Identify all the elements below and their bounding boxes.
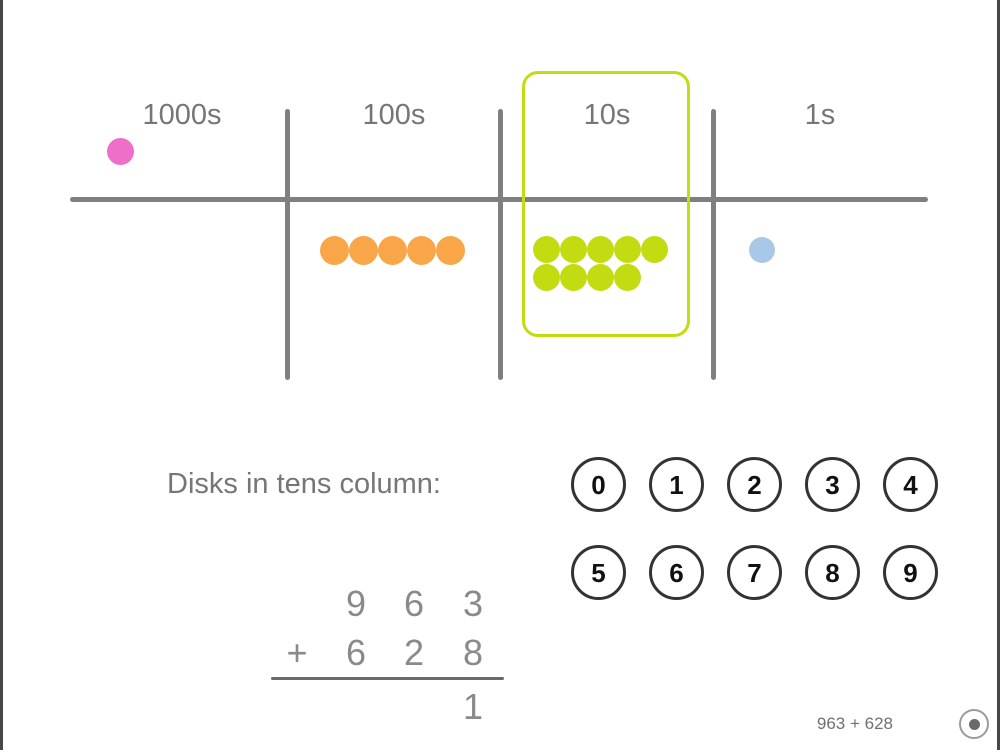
- tens-disk: [560, 264, 587, 291]
- number-button-0[interactable]: 0: [571, 457, 626, 512]
- addend2-hundreds-digit: 6: [345, 632, 367, 673]
- hundreds-disk: [378, 236, 407, 265]
- number-button-8[interactable]: 8: [805, 545, 860, 600]
- ones-disk: [749, 237, 775, 263]
- tens-column-highlight: [522, 71, 690, 337]
- number-button-2[interactable]: 2: [727, 457, 782, 512]
- column-label-1s: 1s: [804, 99, 836, 131]
- addend1-tens-digit: 6: [403, 583, 425, 624]
- column-divider: [498, 109, 503, 380]
- screen-left-edge: [0, 0, 3, 750]
- answer-ones-digit: 1: [462, 686, 484, 727]
- screen-right-edge: [997, 0, 1000, 750]
- column-divider: [711, 109, 716, 380]
- number-button-1[interactable]: 1: [649, 457, 704, 512]
- tens-disk: [641, 236, 668, 263]
- number-button-5[interactable]: 5: [571, 545, 626, 600]
- number-button-4[interactable]: 4: [883, 457, 938, 512]
- tens-disk: [533, 236, 560, 263]
- number-button-7[interactable]: 7: [727, 545, 782, 600]
- number-pad-row-1: 0 1 2 3 4: [571, 457, 938, 512]
- addend2-tens-digit: 2: [403, 632, 425, 673]
- tens-disk: [587, 236, 614, 263]
- hundreds-disk: [320, 236, 349, 265]
- addend2-ones-digit: 8: [462, 632, 484, 673]
- tens-disk: [587, 264, 614, 291]
- addend1-hundreds-digit: 9: [345, 583, 367, 624]
- column-label-10s: 10s: [583, 99, 631, 131]
- record-button[interactable]: [959, 709, 989, 739]
- thousands-disk: [107, 138, 134, 165]
- column-divider: [285, 109, 290, 380]
- number-button-9[interactable]: 9: [883, 545, 938, 600]
- plus-operator: +: [286, 632, 308, 673]
- addend1-ones-digit: 3: [462, 583, 484, 624]
- tens-disk: [533, 264, 560, 291]
- hundreds-disk: [407, 236, 436, 265]
- hundreds-disk: [436, 236, 465, 265]
- number-button-3[interactable]: 3: [805, 457, 860, 512]
- tens-disk: [614, 236, 641, 263]
- question-text: Disks in tens column:: [167, 468, 441, 500]
- number-button-6[interactable]: 6: [649, 545, 704, 600]
- number-pad-row-2: 5 6 7 8 9: [571, 545, 938, 600]
- column-label-100s: 100s: [362, 99, 426, 131]
- hundreds-disk: [349, 236, 378, 265]
- tens-disk: [614, 264, 641, 291]
- addition-rule-line: [271, 677, 504, 680]
- column-label-1000s: 1000s: [142, 99, 222, 131]
- problem-summary-label: 963 + 628: [816, 714, 893, 733]
- record-icon: [968, 718, 980, 730]
- tens-disk: [560, 236, 587, 263]
